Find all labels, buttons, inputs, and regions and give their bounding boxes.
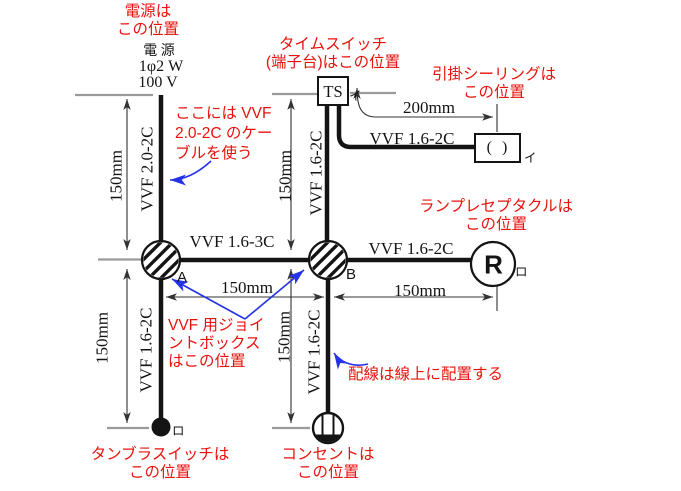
note-power-position: 電源は この位置 <box>116 3 180 38</box>
dim-label-ab: 150mm <box>221 278 273 297</box>
cable-label-ab-run: VVF 1.6-3C <box>189 232 275 251</box>
power-phase-spec: 1φ2 W <box>138 58 184 75</box>
timeswitch-symbol <box>317 76 349 106</box>
circuit-mark-i-ceiling: イ <box>524 151 537 165</box>
note-receptacle-position: ランプレセプタクルは この位置 <box>418 198 574 233</box>
dim-label-top-mid: 150mm <box>275 150 295 202</box>
dim-label-bottom-mid: 150mm <box>274 311 294 363</box>
outlet-symbol <box>311 411 345 445</box>
leader-arrow-wiring <box>333 352 369 370</box>
cable-ceiling-run <box>336 105 475 150</box>
cable-label-power-riser: VVF 2.0-2C <box>137 126 157 212</box>
jointbox-b-label: B <box>346 266 357 283</box>
power-voltage-spec: 100 V <box>138 74 178 91</box>
leader-arrow-jointbox-b <box>244 269 305 320</box>
power-source-title: 電 源 <box>143 44 175 59</box>
ceiling-symbol-box <box>474 133 521 163</box>
circuit-mark-i-timeswitch: イ <box>349 89 362 103</box>
note-timeswitch-position: タイムスイッチ (端子台)はこの位置 <box>265 36 401 71</box>
dim-label-top-left: 150mm <box>106 150 126 202</box>
leader-arrow-jointbox-a <box>171 278 246 320</box>
tumbler-switch-symbol <box>151 417 171 437</box>
dim-label-ceiling: 200mm <box>403 98 455 117</box>
cable-label-outlet-drop: VVF 1.6-2C <box>304 309 324 395</box>
leader-arrow-power-cable <box>169 160 212 186</box>
note-tumbler-position: タンブラスイッチは この位置 <box>90 446 230 481</box>
timeswitch-label: TS <box>323 81 343 101</box>
note-wiring-on-line: 配線は線上に配置する <box>348 366 504 383</box>
cable-label-switch-drop: VVF 1.6-2C <box>136 307 156 393</box>
cable-label-br-run: VVF 1.6-2C <box>368 239 454 258</box>
circuit-mark-ro-receptacle: ロ <box>515 265 528 279</box>
jointbox-a-symbol <box>140 239 182 281</box>
jointbox-a-label: A <box>177 269 188 286</box>
dim-label-br: 150mm <box>394 281 446 300</box>
cable-label-ts-riser: VVF 1.6-2C <box>306 130 326 216</box>
note-jointbox-position: VVF 用ジョイ ントボックス はこの位置 <box>168 317 265 370</box>
dim-label-bottom-left: 150mm <box>92 312 112 364</box>
note-outlet-position: コンセントは この位置 <box>281 446 375 481</box>
jointbox-b-symbol <box>307 239 349 281</box>
circuit-mark-ro-switch: ロ <box>172 424 185 438</box>
note-vvf20-cable: ここには VVF 2.0-2C のケー ブルを使う <box>175 105 273 162</box>
note-ceiling-position: 引掛シーリングは この位置 <box>431 66 557 101</box>
receptacle-label: R <box>484 249 503 280</box>
receptacle-symbol <box>469 240 517 288</box>
ceiling-symbol-glyph: ( ) <box>486 139 511 156</box>
cable-label-ceiling-run: VVF 1.6-2C <box>369 129 455 148</box>
dim-ceiling-leader <box>353 87 493 121</box>
